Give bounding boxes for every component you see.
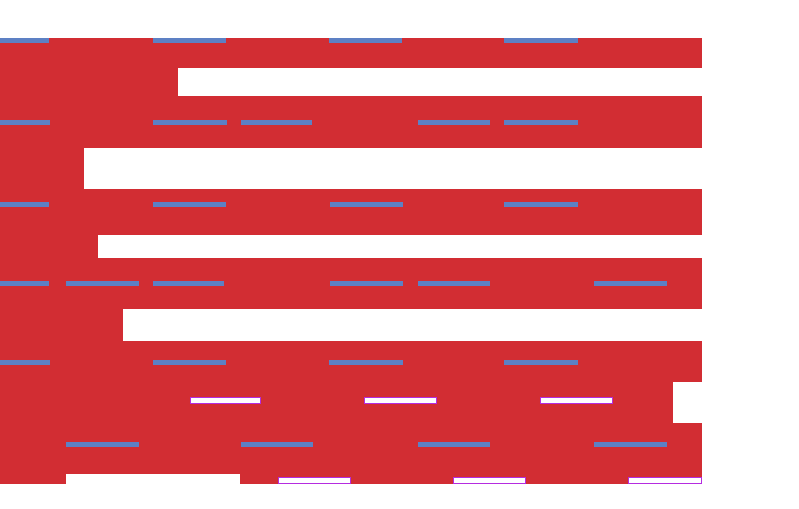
blue-bar xyxy=(594,442,667,447)
red-block xyxy=(0,148,84,189)
blue-bar xyxy=(418,281,490,286)
blue-bar xyxy=(241,120,312,125)
outlined-bar xyxy=(628,477,702,484)
red-block xyxy=(0,474,66,484)
blue-bar xyxy=(504,202,578,207)
blue-bar xyxy=(504,360,578,365)
blue-bar xyxy=(330,281,403,286)
blue-bar xyxy=(418,120,490,125)
outlined-bar xyxy=(278,477,351,484)
blue-bar xyxy=(153,360,226,365)
red-block xyxy=(0,423,702,474)
blue-bar xyxy=(329,38,402,43)
blue-bar xyxy=(153,38,226,43)
red-block xyxy=(0,235,98,258)
red-block xyxy=(0,189,702,235)
red-block xyxy=(0,309,123,341)
red-block xyxy=(0,68,178,96)
blue-bar xyxy=(66,442,139,447)
blue-bar xyxy=(418,442,490,447)
blue-bar xyxy=(594,281,667,286)
blue-bar xyxy=(241,442,313,447)
blue-bar xyxy=(153,202,226,207)
blue-bar xyxy=(504,120,578,125)
blue-bar xyxy=(153,120,227,125)
blue-bar xyxy=(504,38,578,43)
blue-bar xyxy=(66,281,139,286)
blue-bar xyxy=(0,360,50,365)
outlined-bar xyxy=(364,397,437,404)
outlined-bar xyxy=(190,397,261,404)
blue-bar xyxy=(0,281,49,286)
outlined-bar xyxy=(453,477,526,484)
blue-bar xyxy=(329,360,403,365)
blue-bar xyxy=(0,202,49,207)
red-block xyxy=(0,38,702,68)
blue-bar xyxy=(330,202,403,207)
blue-bar xyxy=(0,120,50,125)
blue-bar xyxy=(0,38,49,43)
blue-bar xyxy=(153,281,224,286)
outlined-bar xyxy=(540,397,613,404)
red-block xyxy=(0,96,702,148)
